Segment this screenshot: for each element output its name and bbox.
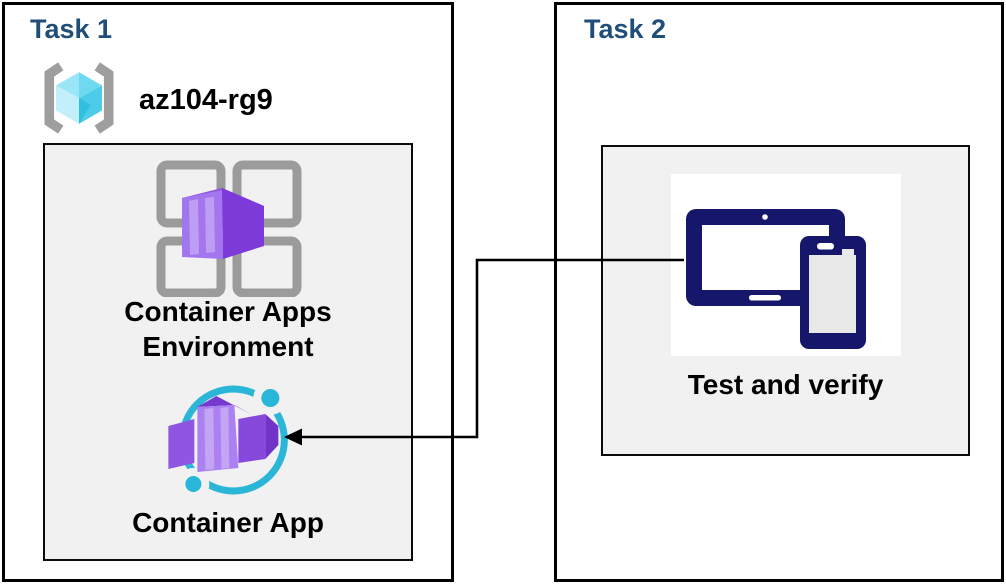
task2-title: Task 2: [584, 14, 667, 44]
resource-group-name: az104-rg9: [139, 83, 273, 116]
test-and-verify-panel: Test and verify: [601, 145, 970, 456]
devices-tablet-phone-icon: [686, 209, 866, 349]
container-apps-environment-icon: [156, 160, 302, 297]
container-app-label: Container App: [132, 507, 324, 538]
resource-group-row: az104-rg9: [33, 59, 273, 137]
environment-label-wrap: Container Apps Environment: [45, 294, 411, 365]
container-apps-environment-panel: Container Apps Environment Co: [43, 143, 413, 561]
device-icon-panel: [671, 174, 901, 356]
resource-group-icon: [44, 62, 114, 134]
test-and-verify-label: Test and verify: [687, 369, 884, 400]
task1-title: Task 1: [30, 14, 113, 44]
container-app-icon: [168, 381, 288, 500]
task2-box: Task 2 Test and verify: [554, 2, 1004, 582]
environment-label: Container Apps Environment: [124, 296, 332, 363]
task1-box: Task 1 az104-rg9: [2, 2, 454, 582]
